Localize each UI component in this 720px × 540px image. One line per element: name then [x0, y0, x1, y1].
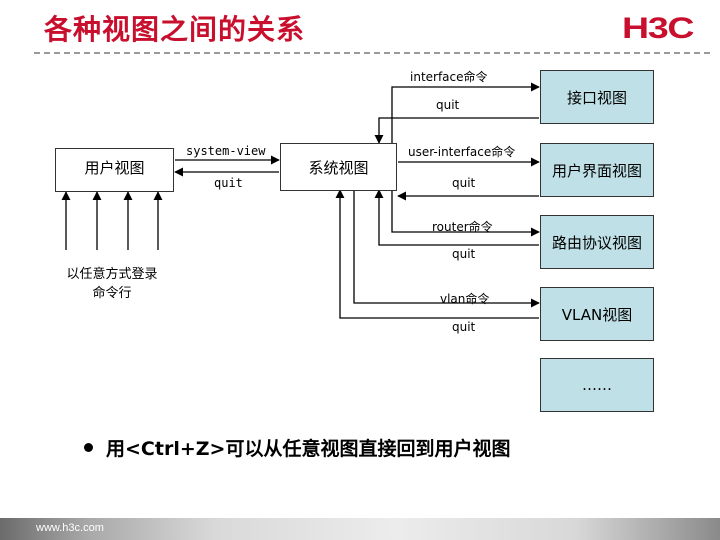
bullet-text: 用<Ctrl+Z>可以从任意视图直接回到用户视图	[106, 438, 511, 460]
bullet-dot-icon	[84, 443, 93, 452]
system-view-box: 系统视图	[280, 143, 397, 191]
quit-user-interface-label: quit	[452, 176, 476, 190]
system-view-cmd-label: system-view	[186, 144, 266, 158]
arrow-quit-router	[374, 189, 539, 246]
quit-vlan-label: quit	[452, 320, 476, 334]
login-method-label: 以任意方式登录命令行	[66, 267, 158, 301]
arrow-quit-interface	[374, 117, 539, 144]
user-interface-view-box: 用户界面视图	[540, 143, 654, 197]
router-cmd-label: router命令	[432, 220, 493, 234]
footer-bar	[0, 518, 720, 540]
vlan-view-box: VLAN视图	[540, 287, 654, 341]
interface-cmd-label: interface命令	[410, 70, 488, 84]
bullet-item: 用<Ctrl+Z>可以从任意视图直接回到用户视图	[84, 434, 510, 461]
title-divider	[34, 52, 710, 54]
quit-interface-label: quit	[436, 98, 460, 112]
footer-url: www.h3c.com	[36, 522, 104, 534]
user-view-box: 用户视图	[55, 148, 174, 192]
arrow-vlan	[353, 190, 540, 308]
arrow-interface	[391, 82, 540, 143]
quit-router-label: quit	[452, 247, 476, 261]
vlan-cmd-label: vlan命令	[440, 292, 490, 306]
h3c-logo: H3C	[622, 12, 695, 45]
more-views-box: ……	[540, 358, 654, 412]
interface-view-box: 接口视图	[540, 70, 654, 124]
arrow-router	[391, 190, 540, 237]
slide-title: 各种视图之间的关系	[44, 13, 306, 46]
user-interface-cmd-label: user-interface命令	[408, 145, 516, 159]
arrow-quit-vlan	[335, 189, 539, 319]
routing-protocol-view-box: 路由协议视图	[540, 215, 654, 269]
quit-to-user-label: quit	[214, 176, 243, 190]
